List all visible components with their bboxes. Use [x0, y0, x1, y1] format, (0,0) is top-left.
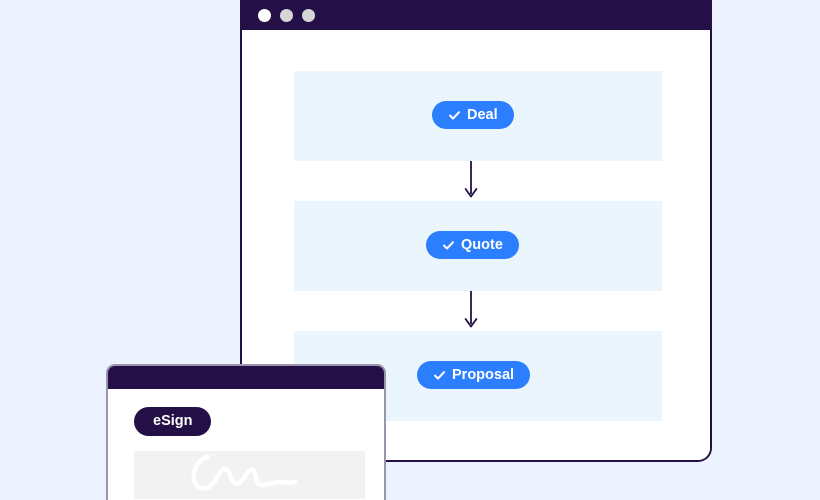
step-badge-label: Proposal: [452, 366, 515, 383]
esign-window-titlebar[interactable]: [108, 366, 384, 389]
esign-badge[interactable]: eSign: [134, 407, 212, 436]
signature-scribble-icon: [191, 454, 298, 491]
step-badge-deal[interactable]: Deal: [432, 101, 514, 129]
signature-field[interactable]: [134, 451, 365, 499]
maximize-dot[interactable]: [302, 8, 315, 22]
arrow-quote-to-proposal-icon: [460, 291, 482, 331]
check-icon: [448, 109, 461, 122]
close-dot[interactable]: [258, 8, 271, 22]
arrow-deal-to-quote-icon: [460, 161, 482, 201]
esign-window-body: eSign: [108, 389, 384, 500]
step-badge-proposal[interactable]: Proposal: [417, 361, 531, 389]
main-window-titlebar[interactable]: [242, 0, 710, 30]
check-icon: [433, 369, 446, 382]
esign-window: eSign: [106, 364, 386, 500]
step-badge-label: Deal: [467, 106, 498, 123]
check-icon: [442, 239, 455, 252]
minimize-dot[interactable]: [280, 8, 293, 22]
step-badge-label: Quote: [461, 236, 503, 253]
esign-badge-label: eSign: [153, 413, 193, 430]
step-badge-quote[interactable]: Quote: [426, 231, 519, 259]
